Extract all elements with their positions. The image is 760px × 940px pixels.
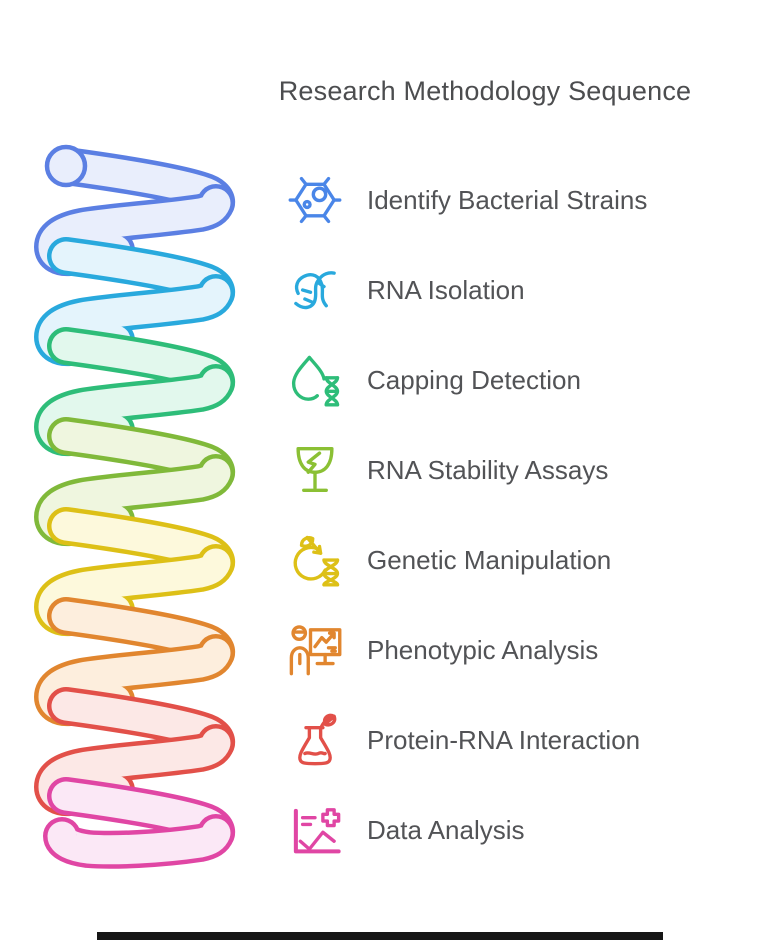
list-item: Data Analysis (287, 785, 647, 875)
droplet-dna-icon (287, 352, 343, 408)
list-item: Capping Detection (287, 335, 647, 425)
presenter-chart-icon (287, 622, 343, 678)
step-label: RNA Isolation (367, 274, 525, 305)
step-label: Protein-RNA Interaction (367, 724, 641, 755)
list-item: Genetic Manipulation (287, 515, 647, 605)
list-item: Phenotypic Analysis (287, 605, 647, 695)
list-item: RNA Stability Assays (287, 425, 647, 515)
helix-spiral-graphic (34, 144, 236, 869)
microbe-icon (287, 172, 343, 228)
dna-helix-icon (287, 262, 343, 318)
list-item: Protein-RNA Interaction (287, 695, 647, 785)
list-item: Identify Bacterial Strains (287, 155, 647, 245)
bottom-bar (97, 932, 663, 940)
flask-leaf-icon (287, 712, 343, 768)
spiral-end-cap (44, 144, 88, 188)
list-item: RNA Isolation (287, 245, 647, 335)
glass-lightning-icon (287, 442, 343, 498)
step-label: Phenotypic Analysis (367, 634, 599, 665)
apple-dna-icon (287, 532, 343, 588)
step-label: RNA Stability Assays (367, 454, 609, 485)
methodology-step-list: Identify Bacterial Strains RNA Isolation… (287, 155, 647, 875)
step-label: Data Analysis (367, 814, 525, 845)
step-label: Genetic Manipulation (367, 544, 612, 575)
chart-plus-icon (287, 802, 343, 858)
step-label: Identify Bacterial Strains (367, 184, 648, 215)
step-label: Capping Detection (367, 364, 581, 395)
page-title: Research Methodology Sequence (278, 76, 692, 106)
